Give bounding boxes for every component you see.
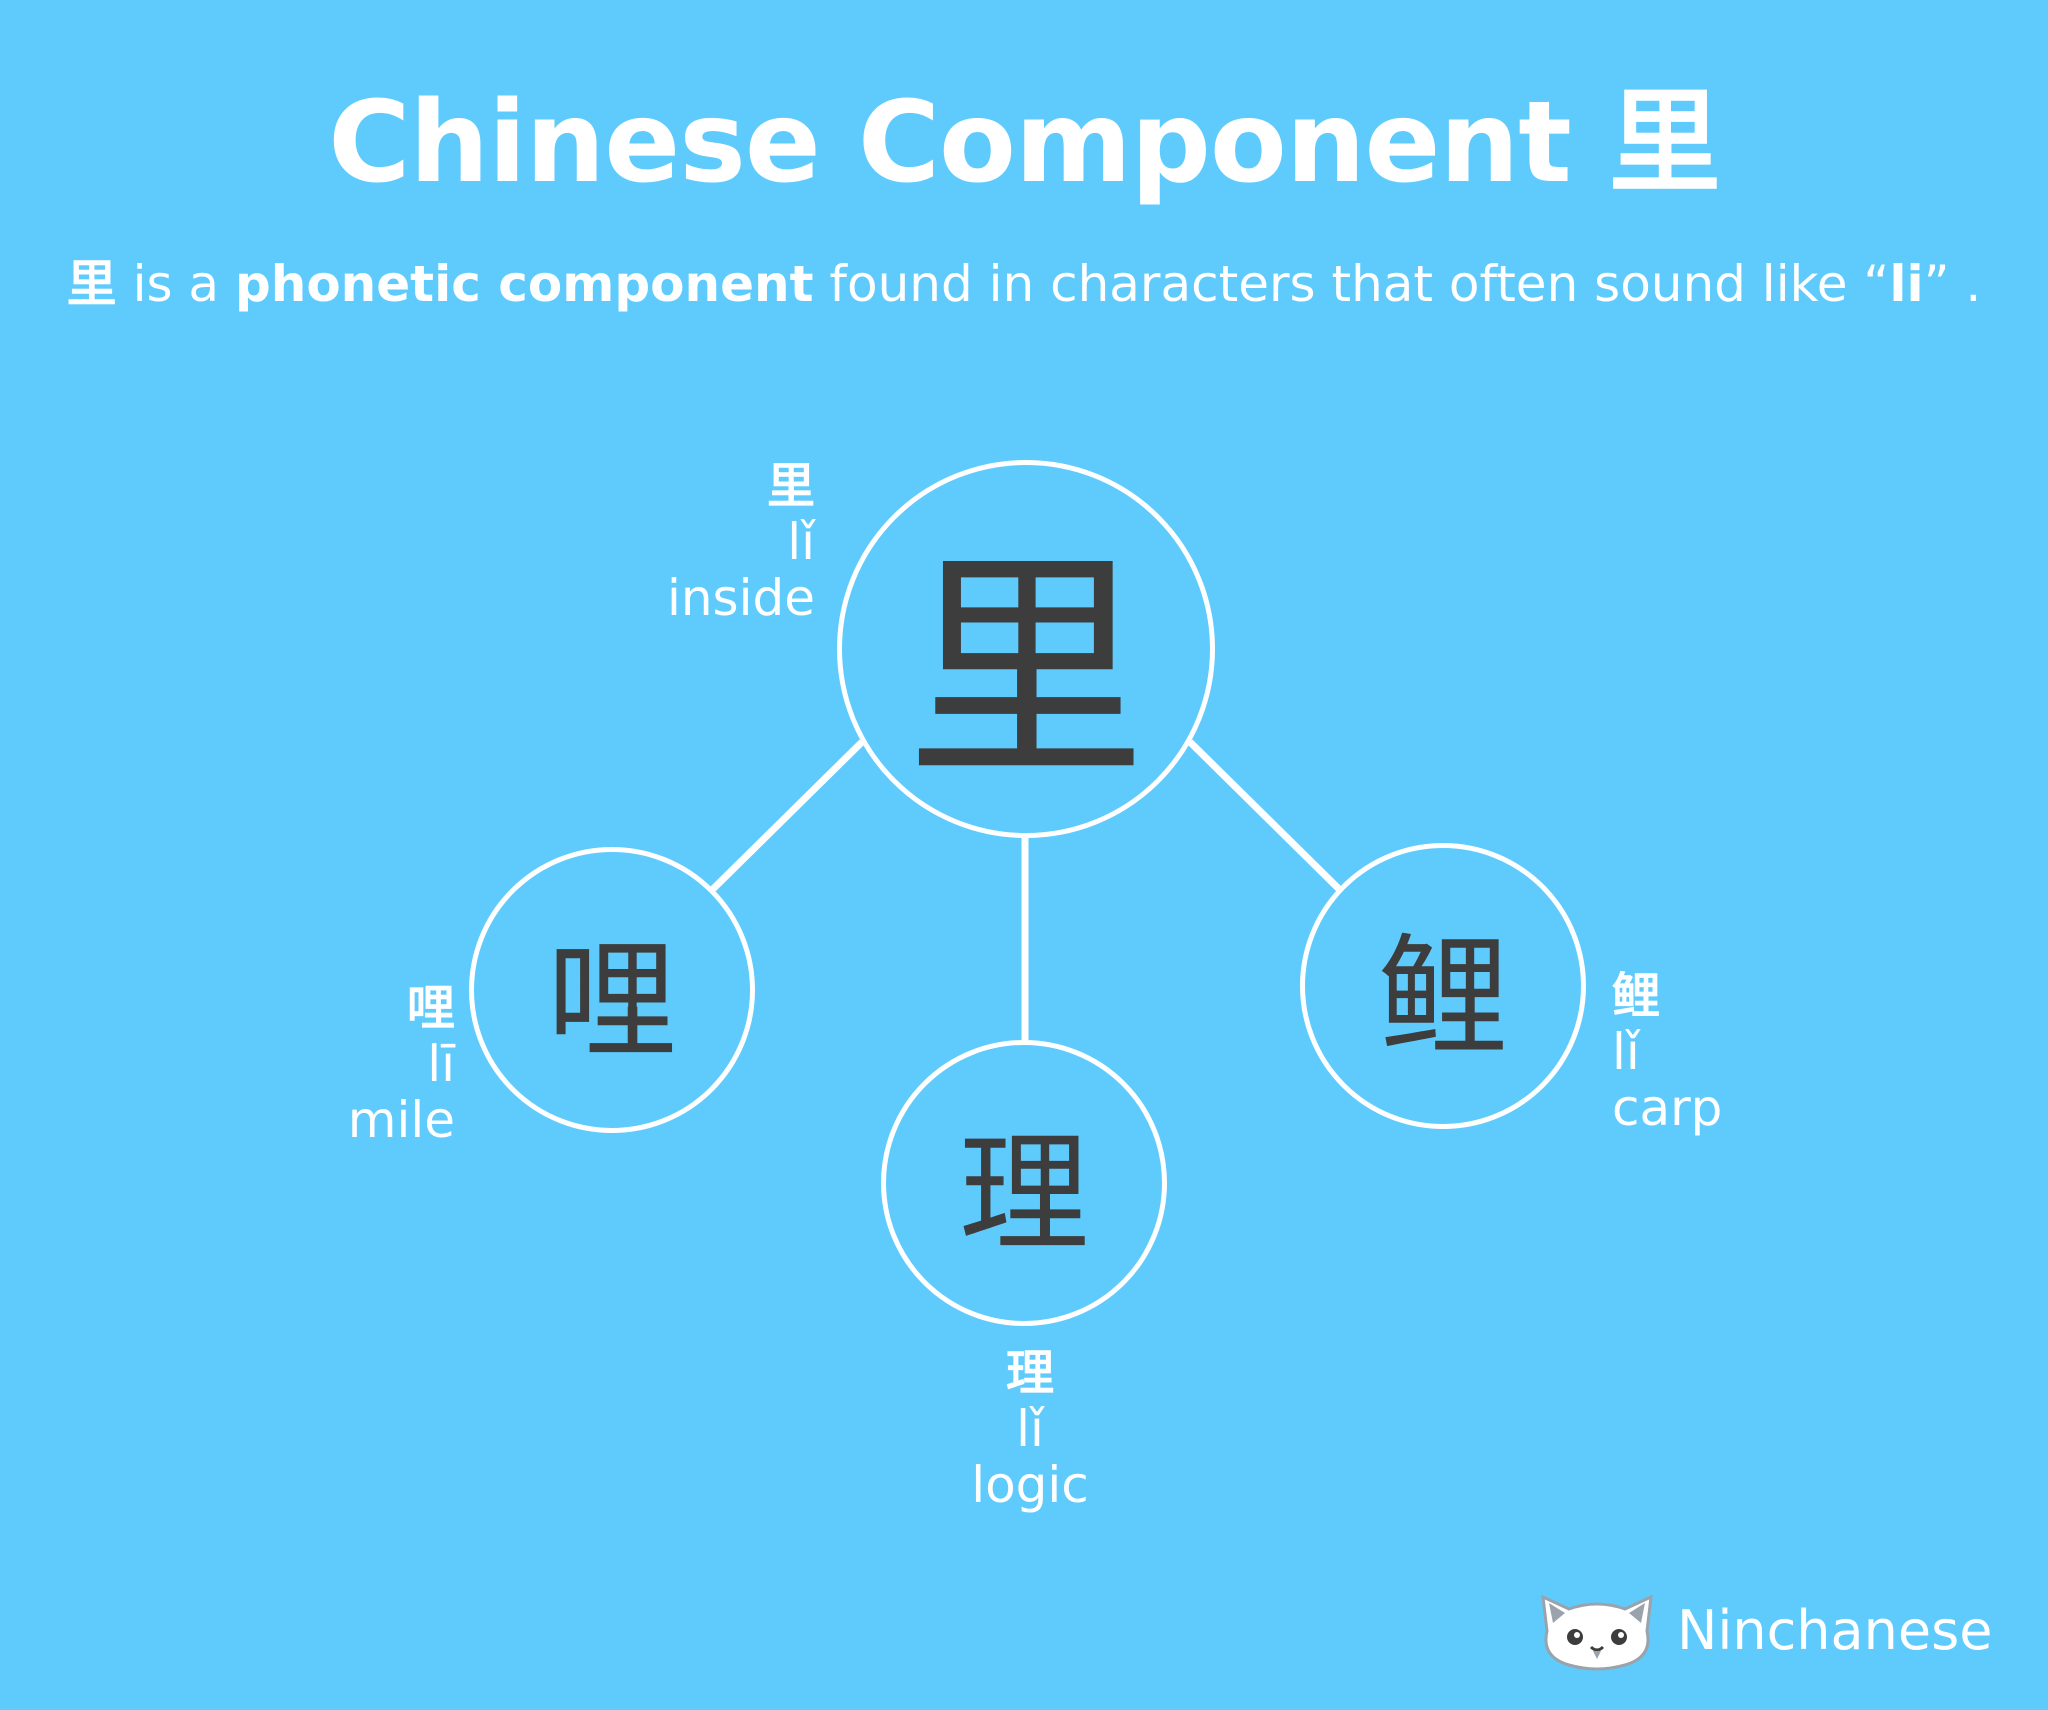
node-left-circle: 哩 [469, 847, 755, 1133]
cat-logo-icon [1541, 1594, 1653, 1671]
node-right-circle: 鲤 [1300, 843, 1586, 1129]
node-right-char: 鲤 [1377, 921, 1508, 1073]
node-mid-label-char: 理 [1005, 1345, 1054, 1401]
node-right-pinyin: lǐ [1612, 1023, 1640, 1081]
node-main-label: 里 lǐ inside [600, 458, 815, 626]
node-main-label-char: 里 [766, 458, 815, 514]
node-left-char: 哩 [546, 925, 677, 1077]
node-mid-char: 理 [958, 1118, 1089, 1270]
node-left-pinyin: lī [427, 1035, 455, 1093]
subtitle-sound: li [1889, 255, 1924, 313]
page-title: Chinese Component 里 [328, 78, 1721, 208]
node-right-label: 鲤 lǐ carp [1612, 968, 1872, 1136]
subtitle-text-2: found in characters that often sound lik… [813, 255, 1890, 313]
node-left-label: 哩 lī mile [250, 980, 455, 1148]
node-main-circle: 里 [837, 460, 1215, 838]
node-main-meaning: inside [666, 569, 815, 627]
node-left-label-char: 哩 [406, 980, 455, 1036]
node-right-label-char: 鲤 [1612, 968, 1661, 1024]
brand-name: Ninchanese [1677, 1598, 1993, 1662]
connector-left [709, 739, 865, 893]
node-mid-label: 理 lǐ logic [880, 1345, 1180, 1513]
node-mid-pinyin: lǐ [1016, 1400, 1044, 1458]
node-left-meaning: mile [347, 1091, 455, 1149]
subtitle: 里 is a phonetic component found in chara… [0, 252, 2048, 316]
subtitle-bold: phonetic component [234, 255, 814, 313]
node-main-pinyin: lǐ [787, 513, 815, 571]
node-mid-circle: 理 [881, 1040, 1167, 1326]
node-main-char: 里 [905, 529, 1146, 810]
subtitle-char: 里 [66, 255, 117, 313]
brand: Ninchanese [1535, 1585, 1992, 1675]
subtitle-text-3: ” . [1923, 255, 1982, 313]
node-right-meaning: carp [1612, 1079, 1723, 1137]
node-mid-meaning: logic [971, 1456, 1089, 1514]
connector-right [1187, 739, 1343, 893]
subtitle-text-1: is a [116, 255, 235, 313]
